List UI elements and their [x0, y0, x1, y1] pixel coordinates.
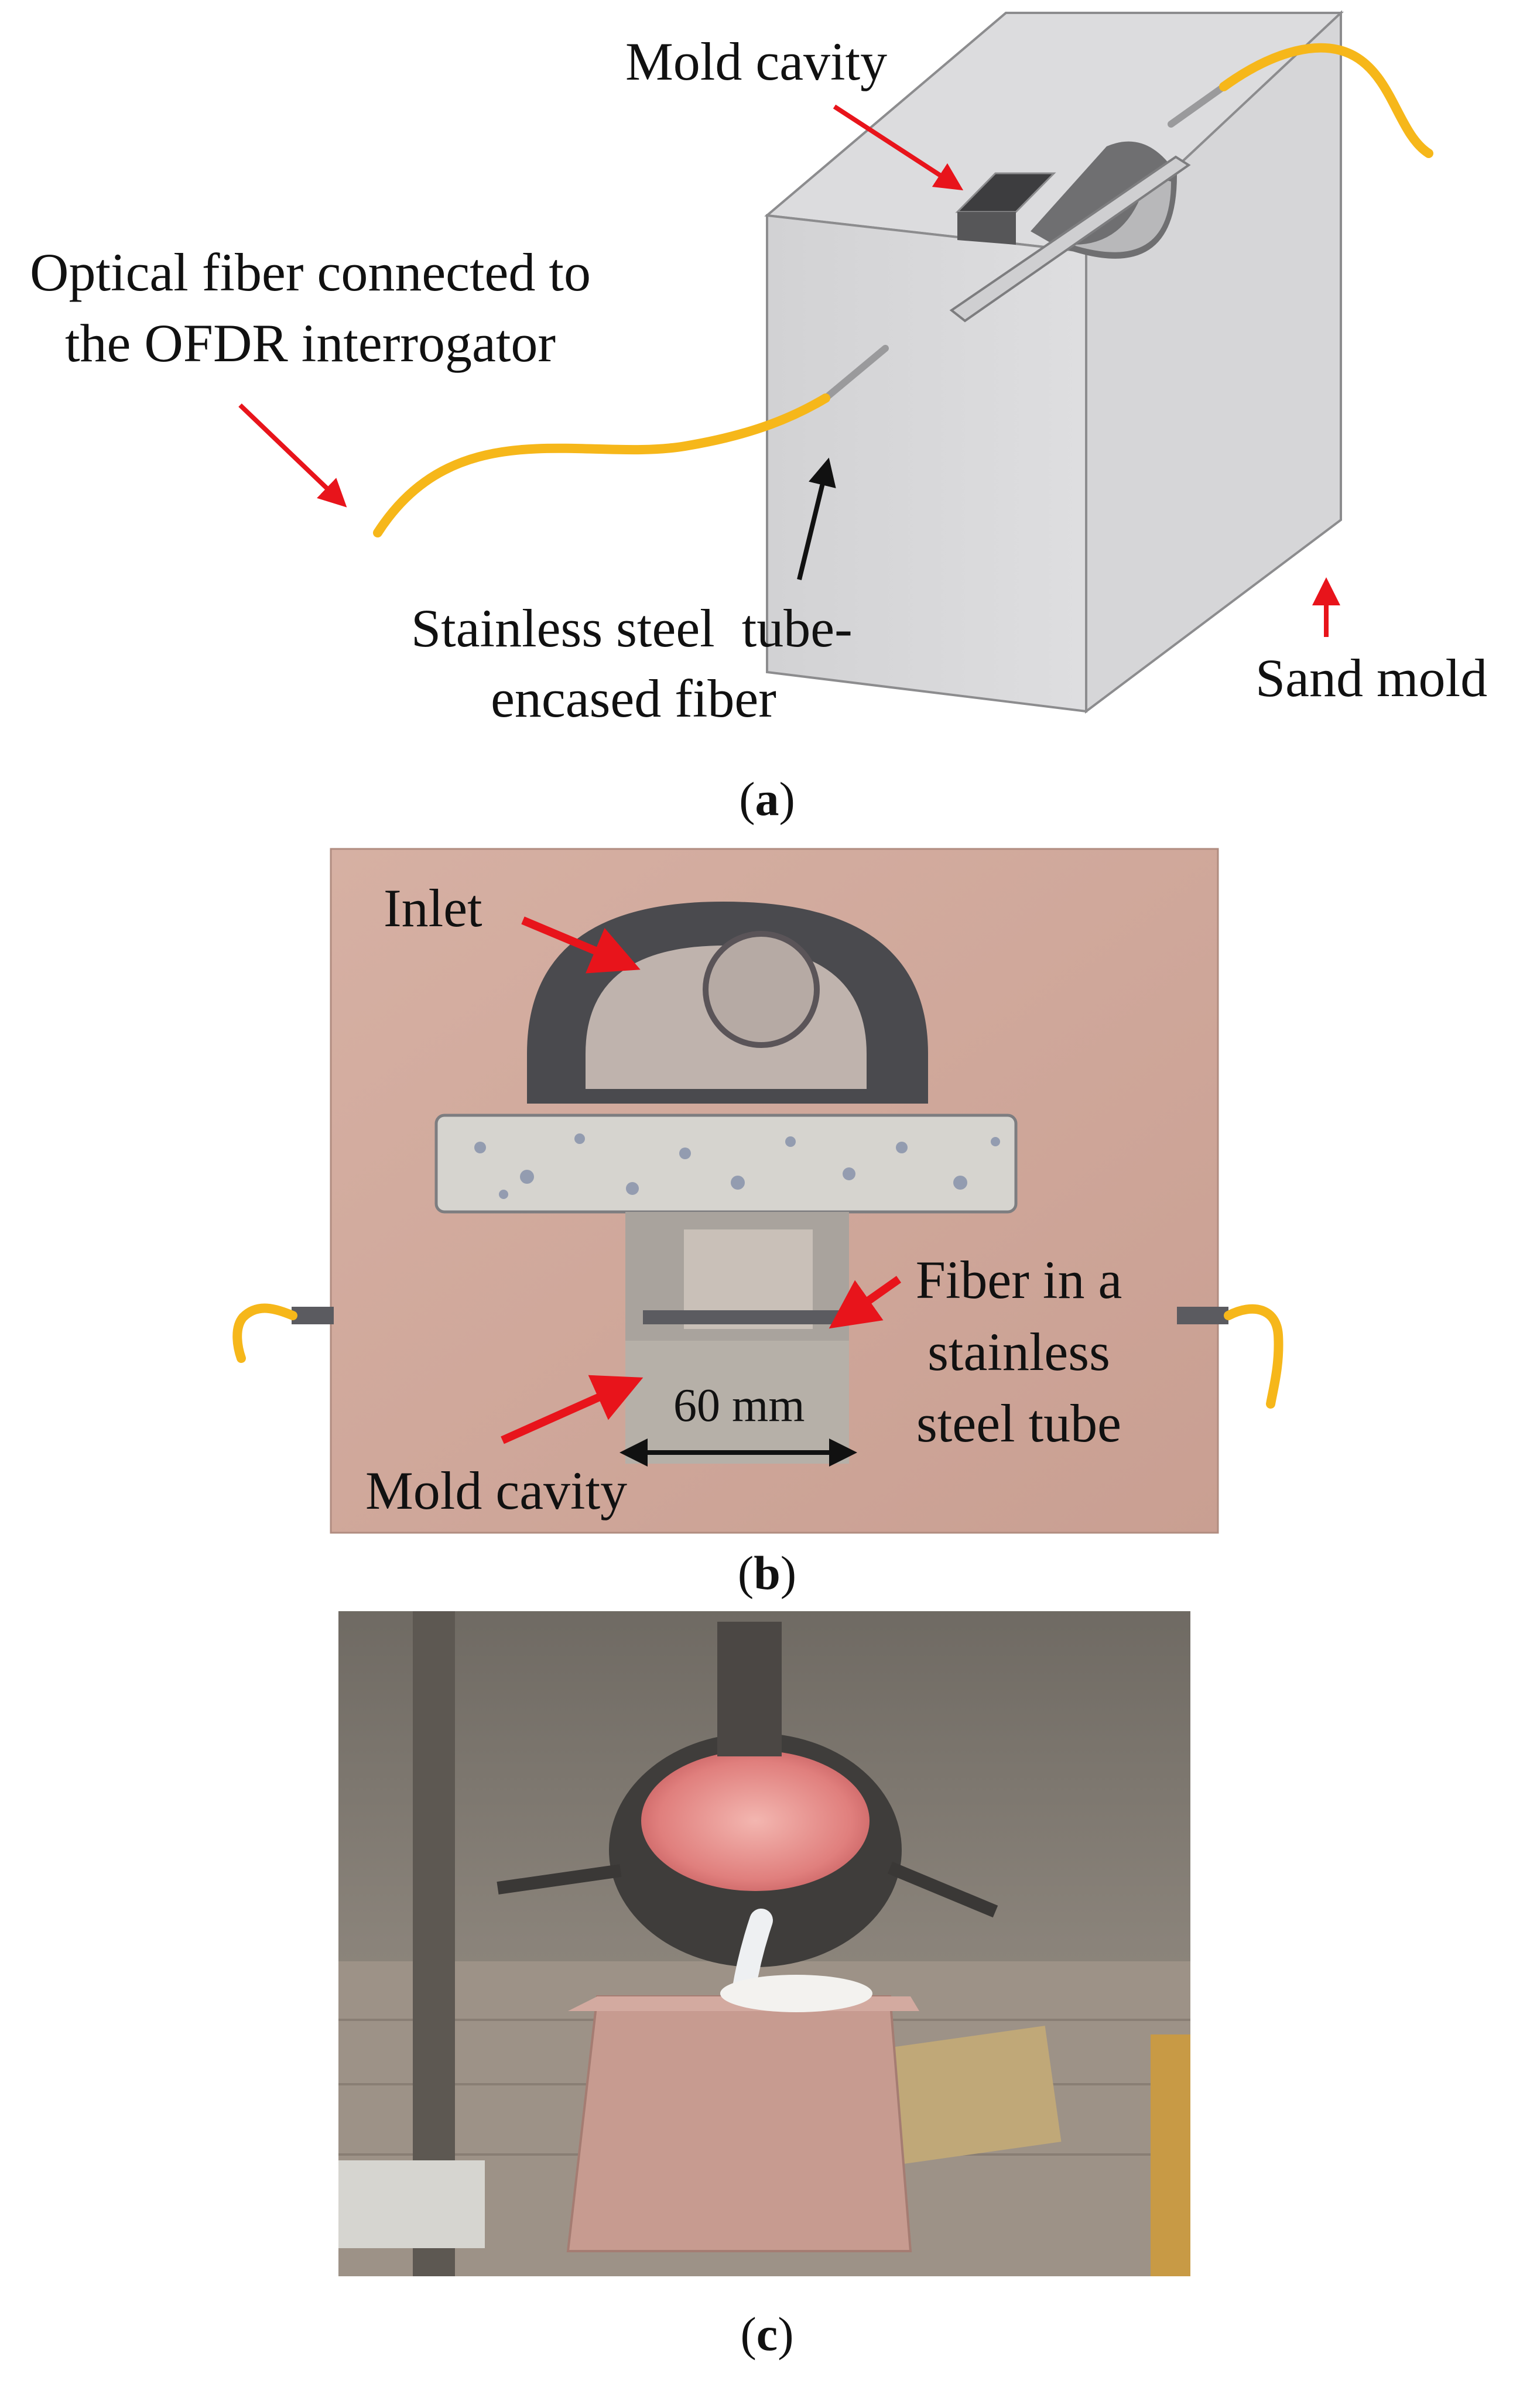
fiber-left-b: [232, 1303, 297, 1363]
arrow-mold-cavity: [833, 104, 964, 191]
arrow-mold-cavity-b: [501, 1375, 644, 1444]
label-fiber-tube-line2: stainless: [927, 1322, 1110, 1382]
arrow-fiber: [238, 403, 347, 508]
label-fiber-line1: Optical fiber connected to: [30, 242, 591, 302]
label-dimension: 60 mm: [673, 1380, 805, 1431]
fiber-tube-bar: [643, 1310, 845, 1324]
optical-fiber-left: [373, 393, 830, 537]
panel-c-photo: [338, 1611, 1190, 2276]
arrow-inlet: [521, 916, 641, 974]
label-sand-mold: Sand mold: [1255, 648, 1488, 708]
steel-tube-right: [1168, 83, 1227, 128]
arrow-tube: [797, 457, 836, 580]
caption-b: (b): [737, 1546, 797, 1599]
arrow-fiber-tube: [829, 1276, 902, 1329]
label-mold-cavity-a: Mold cavity: [625, 32, 888, 91]
label-fiber-line2: the OFDR interrogator: [64, 313, 556, 373]
caption-a: (a): [739, 772, 795, 825]
steel-tube-left: [822, 345, 889, 402]
label-fiber-tube-line3: steel tube: [916, 1393, 1121, 1453]
molten-metal: [641, 1751, 870, 1891]
panel-a-diagram: [238, 10, 1433, 714]
optical-fiber-right: [1219, 43, 1433, 158]
label-mold-cavity-b: Mold cavity: [365, 1461, 628, 1520]
ceramic-bar: [434, 1114, 1018, 1214]
caption-c: (c): [740, 2307, 794, 2361]
label-fiber-tube-line1: Fiber in a: [915, 1250, 1122, 1310]
panel-b-photo: [232, 848, 1283, 1534]
label-tube-line2: encased fiber: [491, 669, 776, 728]
label-tube-line1: Stainless steel tube-: [411, 598, 853, 658]
sand-mold-right-face: [1085, 10, 1342, 714]
mold-block-c: [566, 1995, 912, 2252]
fiber-right-b: [1224, 1304, 1283, 1409]
crossbar: [949, 155, 1191, 323]
label-inlet: Inlet: [384, 878, 482, 938]
